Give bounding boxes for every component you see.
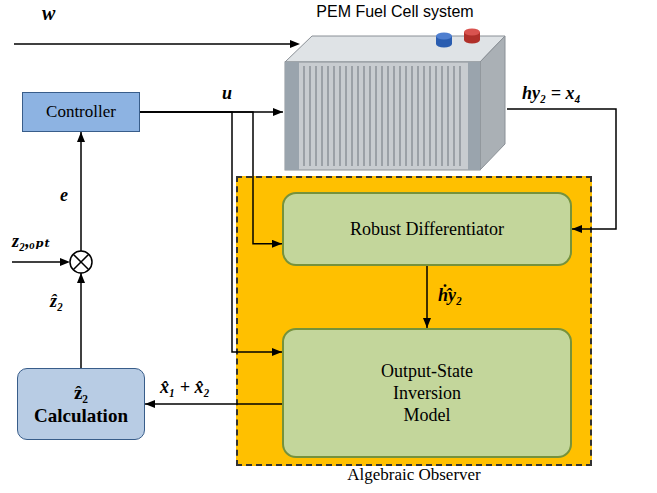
- node-label: ẑ₂ Calculation: [31, 381, 131, 427]
- signal-arrow: [80, 132, 82, 368]
- process-box: ẑ₂ Calculation: [17, 368, 145, 440]
- process-box: Robust Differentiator: [282, 192, 572, 266]
- signal-name: x̂₁ + x̂₂: [160, 376, 210, 398]
- process-box: Output-State Inversion Model: [282, 328, 572, 458]
- node-label: Controller: [46, 102, 116, 122]
- signal-arrow: [145, 403, 282, 405]
- node-label: Algebraic Observer: [238, 465, 590, 485]
- summing-junction: [70, 251, 92, 273]
- signal-name: hy₂ = x₄: [522, 82, 581, 104]
- signal-name: e: [60, 184, 68, 206]
- signal-name: w: [42, 2, 55, 24]
- node-label: PEM Fuel Cell system: [316, 2, 473, 22]
- signal-name: ẑ₂: [50, 290, 63, 312]
- node-label: Output-State Inversion Model: [371, 360, 483, 426]
- signal-name: u: [222, 82, 232, 104]
- signal-arrow: [426, 266, 428, 328]
- signal-name: z₂,ₒₚₜ: [12, 230, 51, 252]
- node-label: Robust Differentiator: [350, 218, 504, 240]
- fuel-cell-system: PEM Fuel Cell system: [283, 2, 507, 174]
- signal-name: ḣ̂y₂: [438, 284, 462, 306]
- observer-region: Algebraic ObserverRobust DifferentiatorO…: [236, 176, 592, 466]
- controller-box: Controller: [22, 92, 140, 132]
